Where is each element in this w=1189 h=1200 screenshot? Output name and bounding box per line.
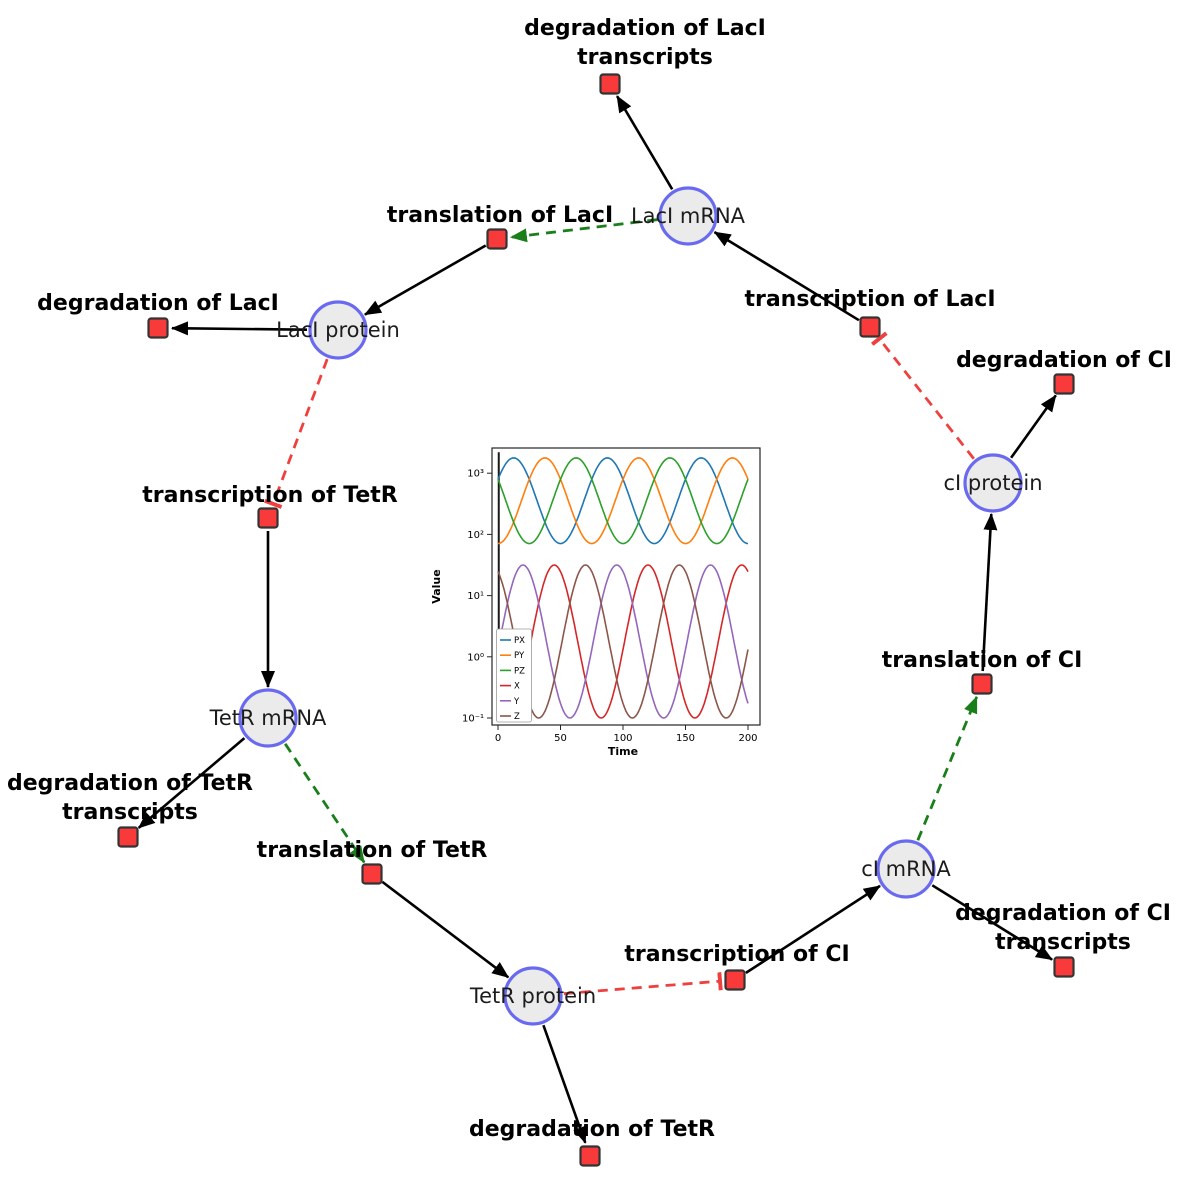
edge-reactant-ci_protein-to-deg_ci bbox=[1010, 394, 1057, 459]
edge-product-transcribe_ci-to-ci_mrna bbox=[745, 884, 881, 974]
edge-inhibition-tetr_protein-to-transcribe_ci bbox=[563, 972, 723, 995]
chart-x-tick-label: 50 bbox=[554, 733, 567, 744]
chart-x-tick-label: 0 bbox=[495, 733, 501, 744]
species-node-ci_protein bbox=[963, 453, 1023, 513]
edge-product-translate_ci-to-ci_protein bbox=[981, 513, 998, 672]
reaction-node-transcribe_tetr bbox=[257, 507, 279, 529]
species-label-laci_mrna: LacI mRNA bbox=[631, 204, 746, 228]
y-axis-title: Value bbox=[430, 569, 443, 603]
reaction-label-translate_laci: translation of LacI bbox=[387, 203, 613, 228]
species-node-laci_mrna bbox=[658, 186, 718, 246]
chart-legend: PX PY PZ XYZ bbox=[496, 628, 532, 723]
chart-curve-PY bbox=[497, 457, 749, 545]
reaction-label-deg_tetr: degradation of TetR bbox=[469, 1117, 715, 1142]
reaction-node-deg_tetr_tx bbox=[117, 826, 139, 848]
reaction-label-deg_ci_tx-line1: degradation of CI bbox=[955, 901, 1171, 926]
reaction-label-deg_laci: degradation of LacI bbox=[37, 291, 279, 316]
chart-frame bbox=[491, 447, 761, 726]
species-label-laci_protein: LacI protein bbox=[276, 318, 400, 342]
chart-y-tick-label: 10² bbox=[467, 530, 484, 541]
reaction-label-deg_tetr_tx-line2: transcripts bbox=[62, 800, 198, 825]
chart-x-tick-label: 200 bbox=[738, 733, 757, 744]
chart-x-tick-label: 150 bbox=[676, 733, 695, 744]
legend-entry-Y: Y bbox=[513, 697, 520, 707]
reaction-label-deg_ci_tx-line2: transcripts bbox=[995, 930, 1131, 955]
species-node-ci_mrna bbox=[876, 839, 936, 899]
reaction-label-transcribe_ci: transcription of CI bbox=[624, 942, 849, 967]
reaction-node-deg_tetr bbox=[579, 1145, 601, 1167]
chart-y-tick-label: 10⁰ bbox=[467, 652, 484, 663]
legend-entry-Z: Z bbox=[514, 712, 520, 722]
reaction-node-transcribe_laci bbox=[859, 316, 881, 338]
species-node-tetr_protein bbox=[503, 966, 563, 1026]
reaction-label-deg_ci: degradation of CI bbox=[956, 348, 1172, 373]
edge-reactant-laci_mrna-to-deg_laci_tx bbox=[615, 95, 674, 190]
edge-reactant-tetr_mrna-to-deg_tetr_tx bbox=[137, 737, 246, 829]
species-label-tetr_mrna: TetR mRNA bbox=[209, 706, 327, 730]
chart-curve-Z bbox=[497, 564, 749, 719]
edge-modifier-laci_mrna-to-translate_laci bbox=[509, 218, 658, 243]
edge-modifier-ci_mrna-to-translate_ci bbox=[916, 695, 978, 841]
reaction-label-translate_ci: translation of CI bbox=[882, 648, 1083, 673]
reaction-label-transcribe_tetr: transcription of TetR bbox=[142, 483, 398, 508]
edge-reactant-tetr_protein-to-deg_tetr bbox=[542, 1024, 587, 1144]
reaction-node-deg_ci_tx bbox=[1053, 956, 1075, 978]
legend-entry-PX: PX bbox=[514, 636, 525, 646]
legend-entry-PZ: PZ bbox=[514, 666, 525, 676]
reaction-node-deg_laci_tx bbox=[599, 73, 621, 95]
legend-entry-X: X bbox=[514, 682, 520, 692]
reaction-label-translate_tetr: translation of TetR bbox=[257, 838, 488, 863]
edge-inhibition-laci_protein-to-transcribe_tetr bbox=[264, 358, 329, 509]
reaction-node-transcribe_ci bbox=[724, 969, 746, 991]
reaction-node-translate_ci bbox=[971, 673, 993, 695]
legend-box bbox=[496, 628, 532, 723]
reaction-label-deg_laci_tx-line2: transcripts bbox=[577, 45, 713, 70]
edge-inhibition-ci_protein-to-transcribe_laci bbox=[870, 331, 975, 460]
edge-product-translate_tetr-to-tetr_protein bbox=[381, 880, 510, 979]
edge-reactant-ci_mrna-to-deg_ci_tx bbox=[931, 884, 1053, 961]
edge-product-transcribe_laci-to-laci_mrna bbox=[713, 230, 860, 322]
species-node-tetr_mrna bbox=[238, 688, 298, 748]
chart-curve-Y bbox=[497, 564, 749, 719]
chart-y-tick-label: 10⁻¹ bbox=[462, 714, 484, 725]
species-label-ci_protein: cI protein bbox=[943, 471, 1042, 495]
reaction-node-deg_laci bbox=[147, 317, 169, 339]
species-label-tetr_protein: TetR protein bbox=[469, 984, 596, 1008]
reaction-label-transcribe_laci: transcription of LacI bbox=[744, 287, 995, 312]
nodes-layer bbox=[117, 73, 1075, 1167]
edges-layer bbox=[137, 95, 1057, 1144]
edge-modifier-tetr_mrna-to-translate_tetr bbox=[284, 743, 366, 864]
reaction-node-translate_laci bbox=[486, 228, 508, 250]
chart-x-tick-label: 100 bbox=[613, 733, 632, 744]
reaction-label-deg_tetr_tx-line1: degradation of TetR bbox=[7, 771, 253, 796]
chart-curve-X bbox=[497, 564, 749, 719]
species-node-laci_protein bbox=[308, 300, 368, 360]
reaction-node-translate_tetr bbox=[361, 863, 383, 885]
species-label-ci_mrna: cI mRNA bbox=[861, 857, 951, 881]
edge-reactant-laci_protein-to-deg_laci bbox=[171, 321, 308, 336]
chart-y-tick-label: 10¹ bbox=[467, 591, 484, 602]
x-axis-title: Time bbox=[608, 745, 638, 758]
chart-curve-PZ bbox=[497, 457, 749, 545]
edge-product-translate_laci-to-laci_protein bbox=[364, 244, 487, 316]
reaction-label-deg_laci_tx-line1: degradation of LacI bbox=[524, 16, 766, 41]
chart-y-tick-label: 10³ bbox=[467, 469, 484, 480]
legend-entry-PY: PY bbox=[514, 651, 525, 661]
reaction-node-deg_ci bbox=[1053, 373, 1075, 395]
